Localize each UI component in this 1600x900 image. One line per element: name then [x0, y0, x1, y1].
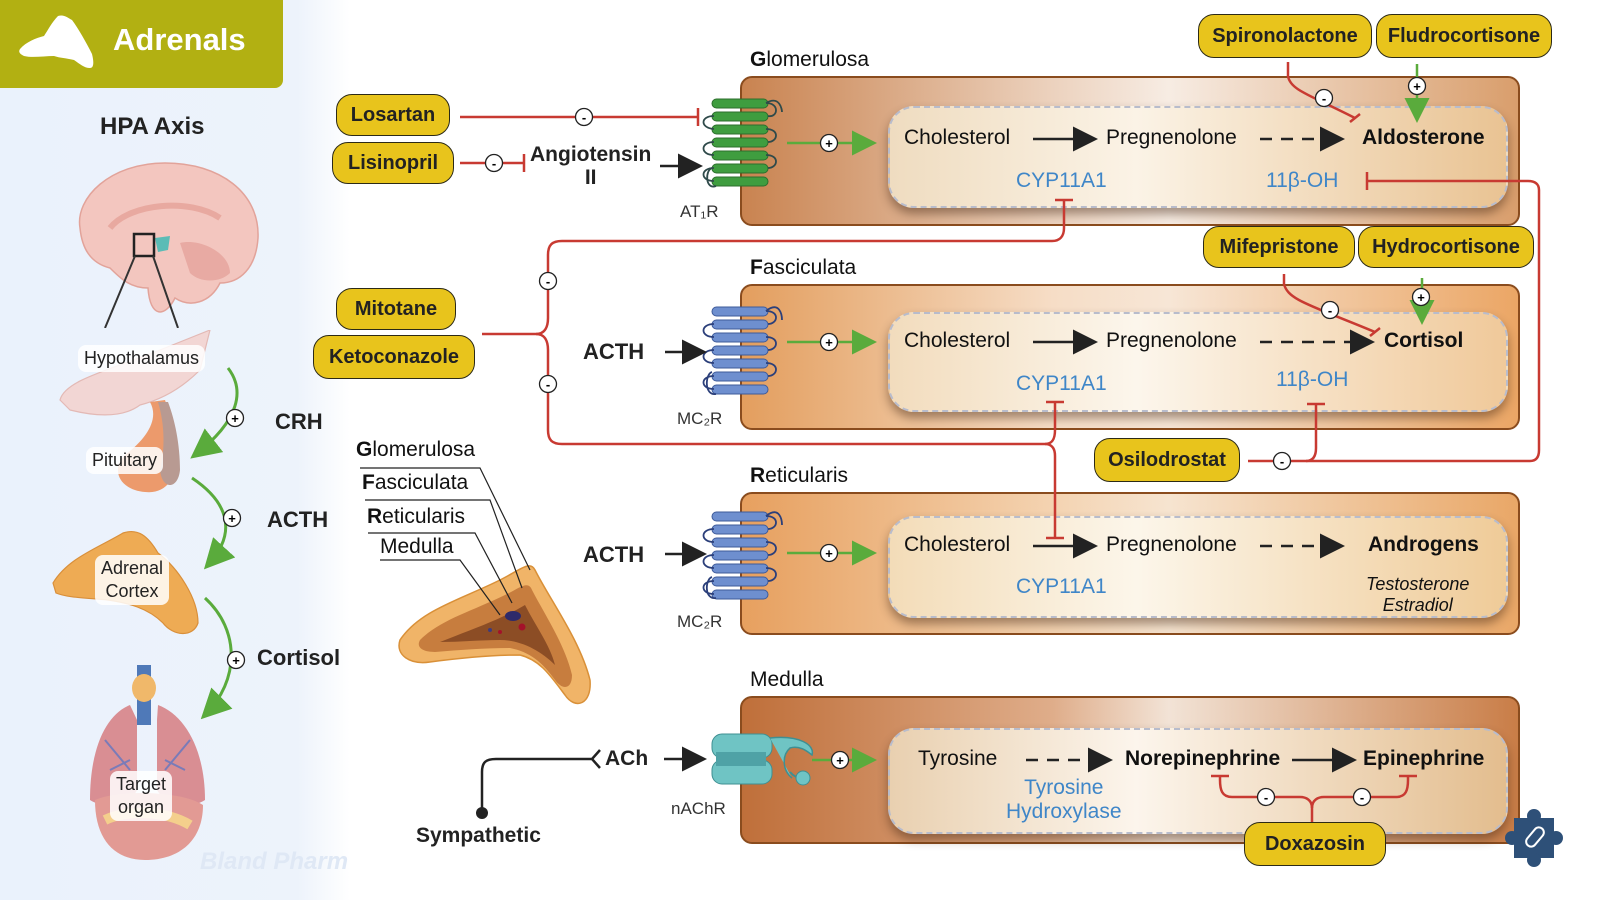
- hormone-label-acth: ACTH: [267, 507, 329, 532]
- signal-sympathetic: Sympathetic: [416, 824, 541, 847]
- reticularis-product-androgens: Androgens: [1368, 533, 1479, 556]
- enzyme-cyp11a1-reticularis: CYP11A1: [1016, 575, 1107, 598]
- anatomy-label-fasciculata: Fasciculata: [362, 471, 469, 494]
- glomerulosa-product-aldosterone: Aldosterone: [1362, 126, 1485, 149]
- enzyme-tyrosine-hydroxylase: Tyrosine Hydroxylase: [1006, 776, 1122, 823]
- inhibit-symbol-mitotane-lower: -: [538, 374, 558, 394]
- zone-title-medulla: Medulla: [750, 668, 824, 691]
- enzyme-cyp11a1-glomerulosa: CYP11A1: [1016, 169, 1107, 192]
- drug-doxazosin[interactable]: Doxazosin: [1244, 822, 1386, 866]
- glomerulosa-step-pregnenolone: Pregnenolone: [1106, 126, 1237, 149]
- fasciculata-product-cortisol: Cortisol: [1384, 329, 1464, 352]
- section-title: Adrenals: [113, 22, 246, 57]
- drug-losartan[interactable]: Losartan: [336, 94, 450, 136]
- anatomy-label-glomerulosa: Glomerulosa: [356, 438, 476, 461]
- target-organ-illustration: [90, 665, 205, 860]
- reticularis-androgen-examples: Testosterone Estradiol: [1366, 574, 1470, 615]
- medulla-pathway-box: [888, 728, 1508, 834]
- receptor-label-mc2r-fasciculata: MC₂R: [677, 409, 723, 428]
- drug-mifepristone[interactable]: Mifepristone: [1203, 226, 1355, 268]
- receptor-label-nachr: nAChR: [671, 799, 726, 818]
- enzyme-cyp11a1-fasciculata: CYP11A1: [1016, 372, 1107, 395]
- fasciculata-step-pregnenolone: Pregnenolone: [1106, 329, 1237, 352]
- sympathetic-neuron-body: [476, 807, 488, 819]
- inhibit-symbol-mitotane-upper: -: [538, 271, 558, 291]
- svg-text:-: -: [546, 377, 550, 392]
- losartan-inhibit-line: [460, 108, 700, 126]
- svg-text:-: -: [492, 156, 496, 171]
- receptor-label-mc2r-reticularis: MC₂R: [677, 612, 723, 631]
- organ-label-adrenal-cortex: Adrenal Cortex: [95, 555, 170, 605]
- brain-illustration: [78, 162, 259, 328]
- medulla-product-epinephrine: Epinephrine: [1363, 747, 1485, 770]
- drug-fludrocortisone[interactable]: Fludrocortisone: [1376, 14, 1552, 58]
- sympathetic-neuron-line: [480, 749, 601, 812]
- zone-title-glomerulosa: Glomerulosa: [750, 48, 870, 71]
- inhibit-symbol-lisinopril: -: [484, 153, 504, 173]
- anatomy-label-medulla: Medulla: [380, 535, 454, 558]
- receptor-label-at1r: AT₁R: [680, 202, 719, 221]
- signal-acth-fasciculata: ACTH: [583, 339, 645, 364]
- lisinopril-inhibit-line: [460, 154, 526, 172]
- drug-hydrocortisone[interactable]: Hydrocortisone: [1358, 226, 1534, 268]
- drug-lisinopril[interactable]: Lisinopril: [332, 142, 454, 184]
- drug-osilodrostat[interactable]: Osilodrostat: [1094, 438, 1240, 482]
- drug-ketoconazole[interactable]: Ketoconazole: [313, 335, 475, 379]
- zone-title-fasciculata: Fasciculata: [750, 256, 857, 279]
- signal-acth-reticularis: ACTH: [583, 542, 645, 567]
- anatomy-label-reticularis: Reticularis: [367, 505, 466, 528]
- svg-text:-: -: [546, 274, 550, 289]
- medulla-step-tyrosine: Tyrosine: [918, 747, 998, 770]
- signal-angiotensin-ii: Angiotensin II: [530, 143, 652, 189]
- reticularis-pathway-box: [888, 516, 1508, 618]
- organ-label-pituitary: Pituitary: [86, 447, 164, 474]
- fasciculata-pathway-box: [888, 312, 1508, 412]
- glomerulosa-pathway-box: [888, 106, 1508, 208]
- section-header: Adrenals: [0, 0, 283, 88]
- svg-text:-: -: [582, 110, 586, 125]
- reticularis-step-pregnenolone: Pregnenolone: [1106, 533, 1237, 556]
- medulla-step-norepinephrine: Norepinephrine: [1125, 747, 1281, 770]
- inhibit-symbol-losartan: -: [574, 107, 594, 127]
- drug-mitotane[interactable]: Mitotane: [336, 288, 456, 330]
- inhibit-symbol-osilodrostat: -: [1272, 451, 1292, 471]
- watermark: Bland Pharm: [200, 848, 349, 875]
- reticularis-step-cholesterol: Cholesterol: [904, 533, 1011, 556]
- enzyme-11b-oh-glomerulosa: 11β-OH: [1266, 169, 1339, 192]
- hormone-label-cortisol: Cortisol: [257, 645, 341, 670]
- signal-ach: ACh: [605, 747, 649, 770]
- organ-label-target-organ: Target organ: [110, 771, 173, 821]
- hormone-label-crh: CRH: [275, 409, 323, 434]
- glomerulosa-step-cholesterol: Cholesterol: [904, 126, 1011, 149]
- organ-label-hypothalamus: Hypothalamus: [78, 345, 206, 372]
- svg-text:-: -: [1280, 454, 1284, 469]
- hpa-axis-title: HPA Axis: [100, 113, 205, 140]
- zone-title-reticularis: Reticularis: [750, 464, 849, 487]
- fasciculata-step-cholesterol: Cholesterol: [904, 329, 1011, 352]
- drug-spironolactone[interactable]: Spironolactone: [1198, 14, 1372, 58]
- enzyme-11b-oh-fasciculata: 11β-OH: [1276, 368, 1349, 391]
- adrenal-cross-section-illustration: [360, 467, 591, 705]
- adrenal-gland-icon: [19, 15, 94, 69]
